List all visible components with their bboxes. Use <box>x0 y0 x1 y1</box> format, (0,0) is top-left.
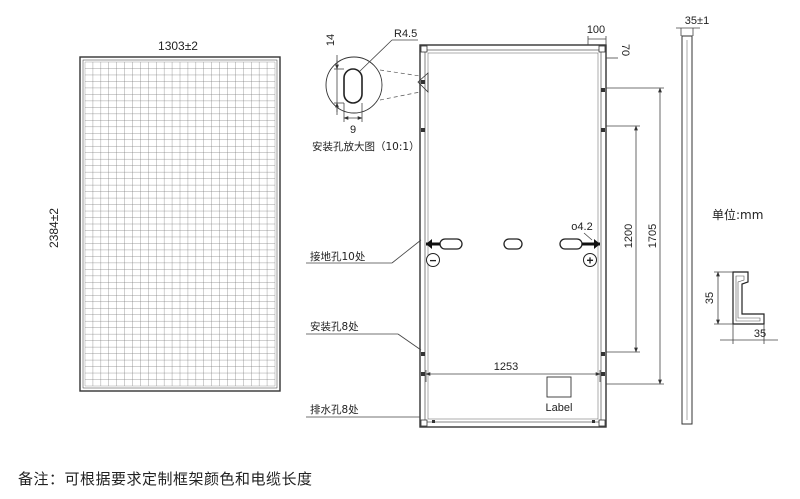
ground-hole-dia-label: ο4.2 <box>571 221 592 233</box>
mounting-hole <box>601 88 605 92</box>
profile-width-label: 35 <box>754 328 766 340</box>
detail-circle <box>325 56 383 114</box>
drain-hole <box>592 420 595 423</box>
junction-box-slot <box>503 238 523 250</box>
mounting-hole <box>421 372 425 376</box>
label-box <box>546 376 572 398</box>
side-thickness-label: 35±1 <box>685 15 709 27</box>
cable-slot-left <box>439 238 463 250</box>
frame-profile-shape <box>732 271 765 325</box>
mounting-hole <box>601 352 605 356</box>
minus-symbol-circle <box>426 253 440 267</box>
front-panel-inner-border <box>82 59 278 389</box>
outer-distance-label: 1705 <box>647 224 659 248</box>
unit-label: 单位:mm <box>712 207 763 222</box>
remark-note: 备注：可根据要求定制框架颜色和电缆长度 <box>18 470 313 488</box>
mounting-hole <box>421 128 425 132</box>
frame-profile-inner <box>735 275 761 322</box>
front-width-label: 1303±2 <box>158 39 198 53</box>
slot-width-label: 9 <box>350 124 356 136</box>
back-frame-lip <box>427 52 599 420</box>
plus-symbol-circle <box>583 253 597 267</box>
plus-symbol: + <box>586 254 593 268</box>
cable-arrowhead-left <box>426 239 432 249</box>
detail-caption: 安装孔放大图（10:1） <box>312 140 420 153</box>
front-cell-grid <box>84 61 276 387</box>
corner-marker-tl <box>420 45 428 53</box>
front-panel-frame <box>79 56 281 392</box>
side-view: 35±1 单位:mm <box>676 15 763 425</box>
mounting-holes-left <box>421 80 425 376</box>
corner-marker-bl <box>420 419 428 427</box>
mounting-hole-detail: R4.5 14 9 安装孔放大图（10:1） <box>312 28 429 153</box>
mounting-callout-label: 安装孔8处 <box>310 320 359 333</box>
mounting-hole <box>601 128 605 132</box>
detail-projection-line-bottom <box>379 91 421 101</box>
frame-profile: 35 35 <box>704 271 778 344</box>
top-width-label: 100 <box>587 24 605 36</box>
detail-slot <box>343 68 363 104</box>
label-box-text: Label <box>546 402 573 414</box>
cable-slot-right <box>559 238 583 250</box>
back-view: 100 70 1705 1200 <box>306 24 664 428</box>
drain-hole <box>432 420 435 423</box>
radius-leader <box>359 39 393 72</box>
radius-label: R4.5 <box>394 28 417 40</box>
mounting-hole <box>601 372 605 376</box>
grounding-callout-label: 接地孔10处 <box>310 250 366 263</box>
ground-hole-dia-leader <box>583 232 593 241</box>
hole-spacing-label: 1253 <box>494 361 518 373</box>
top-offset-label: 70 <box>619 44 631 56</box>
cable-arrowhead-right <box>594 239 600 249</box>
drainage-callout-label: 排水孔8处 <box>310 403 359 416</box>
back-frame-inner <box>424 49 602 423</box>
inner-distance-label: 1200 <box>623 224 635 248</box>
minus-symbol: − <box>429 254 436 268</box>
front-height-label: 2384±2 <box>47 208 61 248</box>
grounding-callout-pointer <box>391 239 422 264</box>
mounting-hole <box>421 80 425 84</box>
mounting-holes-right <box>601 88 605 376</box>
profile-height-label: 35 <box>704 292 716 304</box>
mounting-callout-pointer <box>397 333 422 351</box>
mounting-hole <box>421 352 425 356</box>
slot-height-label: 14 <box>325 34 337 46</box>
corner-marker-tr <box>598 45 606 53</box>
detail-projection-line-top <box>379 69 421 77</box>
front-view: 1303±2 2384±2 <box>47 39 281 392</box>
back-frame-outer <box>419 44 607 428</box>
corner-marker-br <box>598 419 606 427</box>
